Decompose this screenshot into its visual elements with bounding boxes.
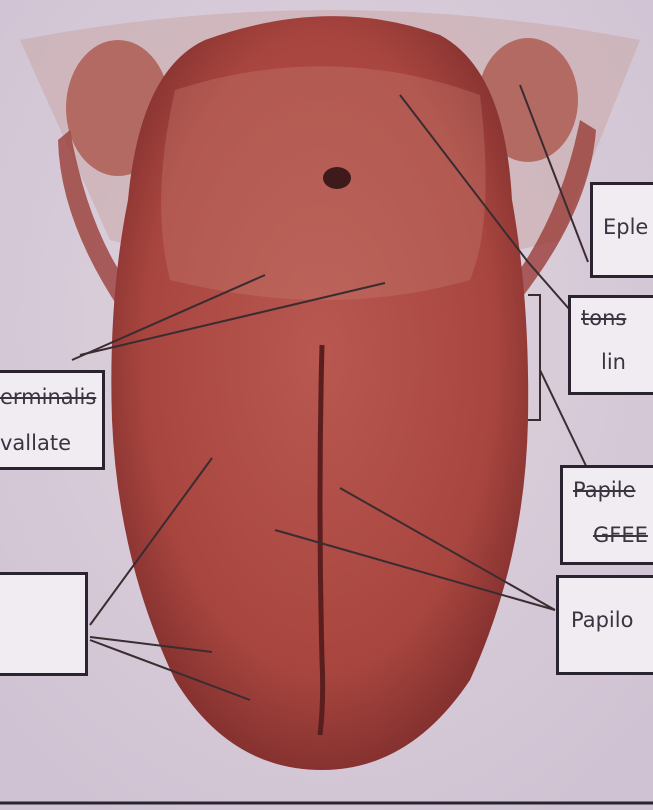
median-sulcus	[320, 345, 323, 735]
foramen-cecum	[323, 167, 351, 189]
label-box-epiglottis: Eple	[590, 182, 653, 278]
label-terminalis-line-1: erminalis	[0, 385, 96, 409]
label-tonsil-line-2: lin	[601, 350, 626, 374]
label-box-terminalis: erminalis vallate	[0, 370, 105, 470]
label-box-blank	[0, 572, 88, 676]
label-papillae-1-line-2: GFEE	[593, 523, 648, 547]
label-box-papillae-1: Papile GFEE	[560, 465, 653, 565]
posterior-region	[161, 66, 486, 300]
label-epiglottis-line-1: Eple	[603, 215, 648, 239]
label-terminalis-line-2: vallate	[0, 431, 71, 455]
label-papillae-1-line-1: Papile	[573, 478, 636, 502]
label-tonsil-line-1: tons	[581, 306, 626, 330]
label-box-tonsil: tons lin	[568, 295, 653, 395]
label-box-papillae-2: Papilo	[556, 575, 653, 675]
label-papillae-2-line-1: Papilo	[571, 608, 633, 632]
